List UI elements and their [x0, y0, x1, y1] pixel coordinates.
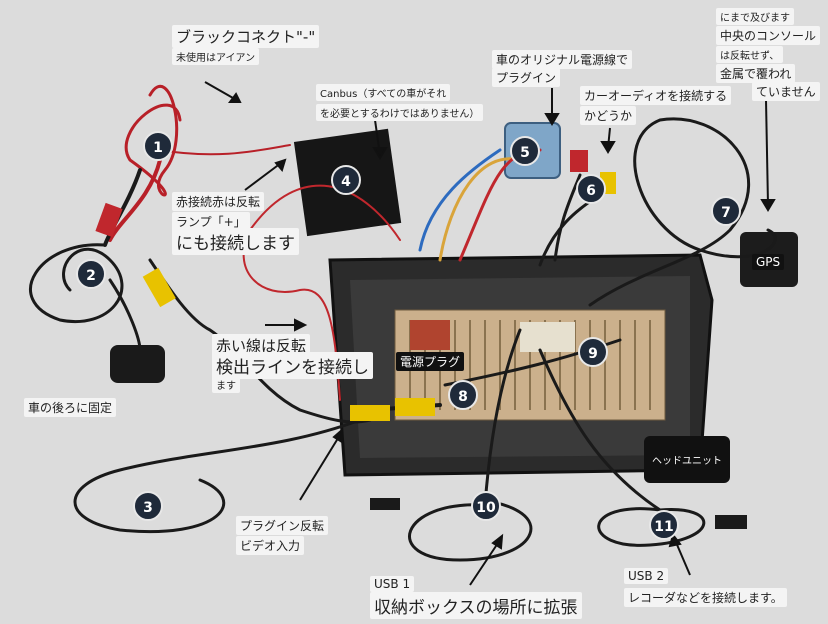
badge-8: 8 [448, 380, 478, 410]
badge-11: 11 [649, 510, 679, 540]
label-console-5: ていません [752, 82, 820, 101]
label-console-2: 中央のコンソール [716, 26, 821, 45]
label-canbus-1: Canbus（すべての車がそれ [316, 84, 451, 101]
yellow-plug-front-2 [395, 398, 435, 416]
badge-4: 4 [331, 165, 361, 195]
label-console-4: 金属で覆われ [716, 64, 796, 83]
label-usb2-1: USB 2 [624, 568, 669, 584]
label-black-connect: ブラックコネクト"-" [172, 25, 320, 48]
label-console-3: は反転せず、 [716, 46, 784, 63]
rear-camera [110, 345, 165, 383]
label-plugin-rev-2: ビデオ入力 [236, 536, 305, 555]
label-car-audio-2: かどうか [580, 106, 637, 125]
label-red-rev-2: ランプ「+」 [172, 212, 250, 231]
head-unit-frame [328, 253, 714, 477]
label-console-1: にまで及びます [716, 8, 794, 25]
label-orig-power-2: プラグイン [492, 68, 561, 87]
red-plug [95, 202, 123, 238]
usb2-plug [715, 515, 747, 529]
label-red-line-2: 検出ラインを接続し [212, 352, 373, 379]
badge-5: 5 [510, 136, 540, 166]
label-usb2-2: レコーダなどを接続します。 [624, 588, 787, 607]
badge-7: 7 [711, 196, 741, 226]
label-usb1-2: 収納ボックスの場所に拡張 [370, 592, 582, 619]
label-plugin-rev-1: プラグイン反転 [236, 516, 329, 535]
badge-10: 10 [471, 491, 501, 521]
label-red-rev-1: 赤接続赤は反転 [172, 192, 265, 211]
label-red-line-3: ます [212, 376, 240, 393]
usb1-plug [370, 498, 400, 510]
label-orig-power-1: 車のオリジナル電源線で [492, 50, 633, 69]
badge-3: 3 [133, 491, 163, 521]
label-black-connect-sub: 未使用はアイアン [172, 48, 260, 65]
label-power-plug: 電源プラグ [396, 352, 465, 371]
badge-2: 2 [76, 259, 106, 289]
label-rear-fixed: 車の後ろに固定 [24, 398, 117, 417]
badge-6: 6 [576, 174, 606, 204]
yellow-plug-front [350, 405, 390, 421]
badge-9: 9 [578, 337, 608, 367]
label-usb1-1: USB 1 [370, 576, 415, 592]
red-rca [570, 150, 588, 172]
label-red-rev-3: にも接続します [172, 228, 299, 255]
label-red-line-1: 赤い線は反転 [212, 334, 311, 357]
badge-1: 1 [143, 131, 173, 161]
label-head-unit: ヘッドユニット [644, 436, 730, 483]
label-car-audio-1: カーオーディオを接続する [580, 86, 732, 105]
label-canbus-2: を必要とするわけではありません） [316, 104, 484, 121]
label-gps: GPS [752, 254, 785, 270]
yellow-plug-left [142, 267, 176, 308]
